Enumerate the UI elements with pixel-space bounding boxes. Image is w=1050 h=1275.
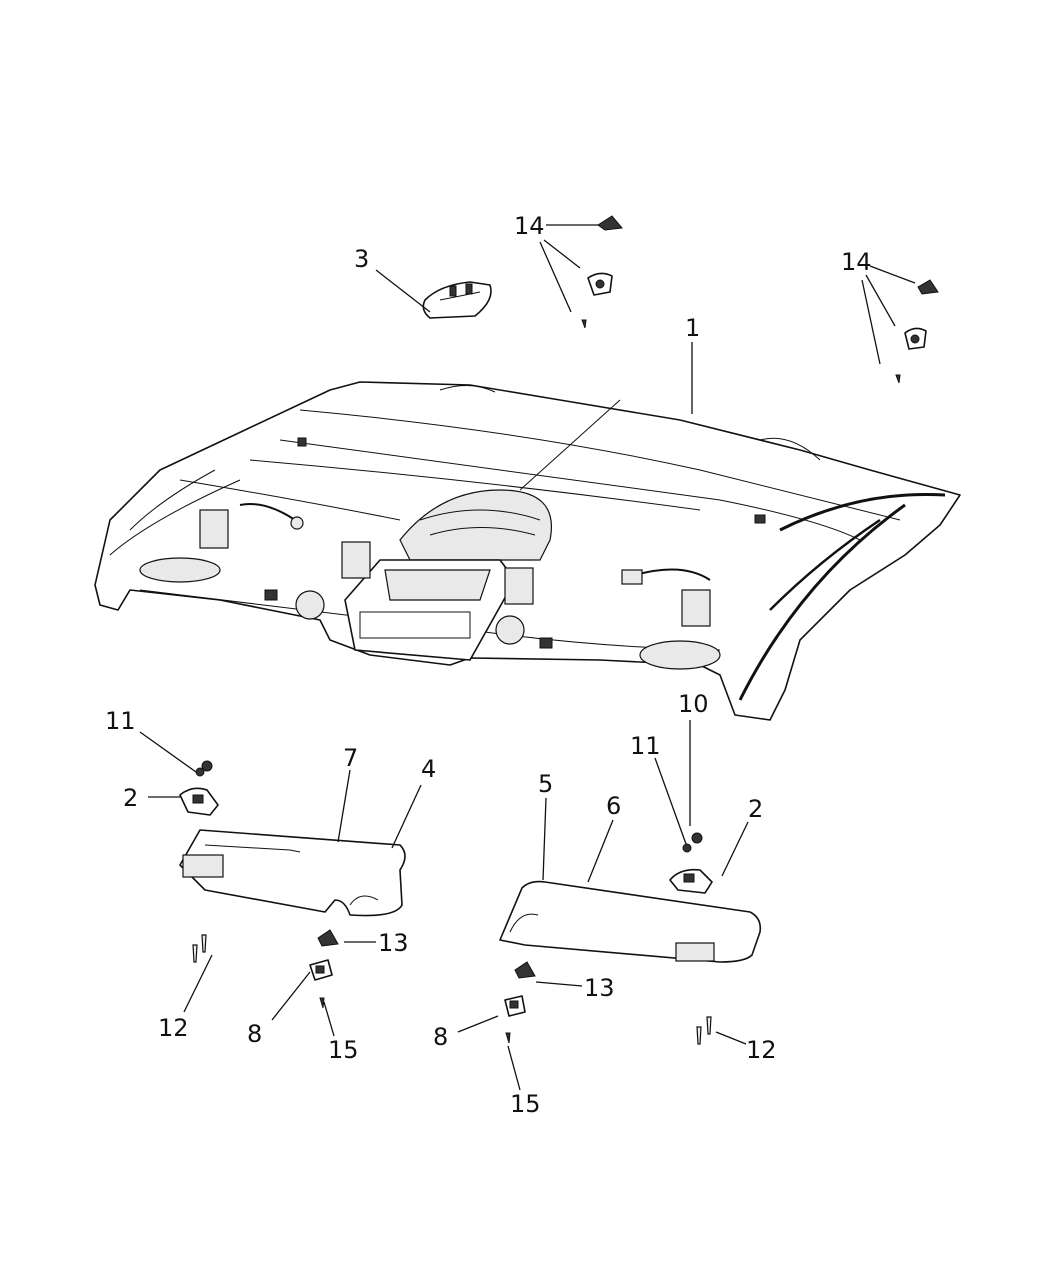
callout-13-left: 13	[378, 929, 409, 957]
callout-2-left: 2	[123, 784, 138, 812]
callout-4: 4	[421, 755, 436, 783]
callout-14-right: 14	[841, 248, 872, 276]
callout-15-left: 15	[328, 1036, 359, 1064]
callout-11-right: 11	[630, 732, 661, 760]
callout-2-right: 2	[748, 795, 763, 823]
clip-set-14-right	[895, 279, 939, 384]
callout-1: 1	[685, 314, 700, 342]
callout-3: 3	[354, 245, 369, 273]
callout-14-left: 14	[514, 212, 545, 240]
callout-13-right: 13	[584, 974, 615, 1002]
callout-10: 10	[678, 690, 709, 718]
callout-12-left: 12	[158, 1014, 189, 1042]
callout-5: 5	[538, 770, 553, 798]
callout-8-right: 8	[433, 1023, 448, 1051]
callout-labels: 1 3 14 14 11 2 7 4 5 6 10 11 2 13 13 12 …	[105, 212, 872, 1118]
callout-11-left: 11	[105, 707, 136, 735]
callout-12-right: 12	[746, 1036, 777, 1064]
visor-right-assembly	[499, 832, 762, 1045]
headliner-panel	[94, 381, 961, 721]
cover-part-3	[422, 281, 492, 319]
callout-6: 6	[606, 792, 621, 820]
leader-lines	[139, 224, 916, 1091]
clip-set-14-left	[581, 215, 623, 329]
callout-8-left: 8	[247, 1020, 262, 1048]
visor-left-assembly	[179, 760, 406, 1009]
callout-15-right: 15	[510, 1090, 541, 1118]
callout-7: 7	[343, 744, 358, 772]
